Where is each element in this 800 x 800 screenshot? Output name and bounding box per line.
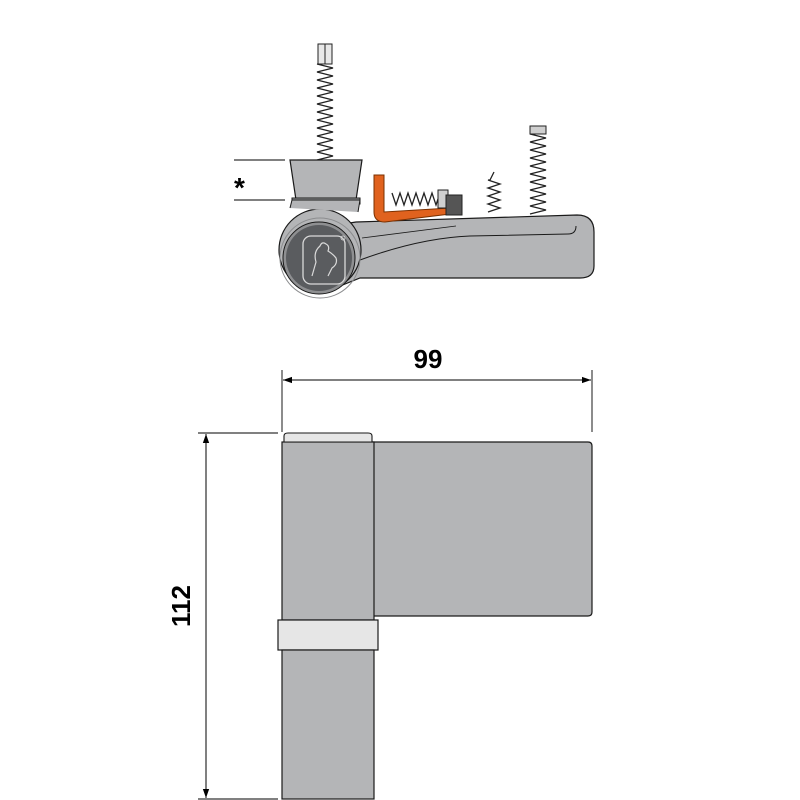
hinge-barrel-upper xyxy=(281,441,375,621)
width-dimension-label: 99 xyxy=(414,344,443,374)
angle-bracket-icon xyxy=(373,174,451,223)
screw-icon xyxy=(391,189,463,216)
height-dimension: 112 xyxy=(166,432,278,800)
hinge-collar xyxy=(289,159,363,201)
height-dimension-label: 112 xyxy=(166,585,196,627)
hinge-top-view: * xyxy=(234,43,595,299)
hinge-leaf-plate xyxy=(371,441,593,617)
asterisk-dimension: * xyxy=(234,159,285,203)
hinge-barrel-lower xyxy=(281,649,375,800)
hinge-ring xyxy=(277,619,379,651)
screw-icon xyxy=(316,43,334,161)
screw-icon xyxy=(529,125,547,215)
width-dimension: 99 xyxy=(281,344,593,432)
hinge-top-cap xyxy=(283,432,373,443)
screw-icon xyxy=(485,171,503,213)
rooster-logo-icon xyxy=(282,221,356,295)
hinge-leaf xyxy=(317,214,595,291)
hinge-front-view: 99 112 xyxy=(166,344,593,800)
asterisk-label: * xyxy=(234,172,245,203)
